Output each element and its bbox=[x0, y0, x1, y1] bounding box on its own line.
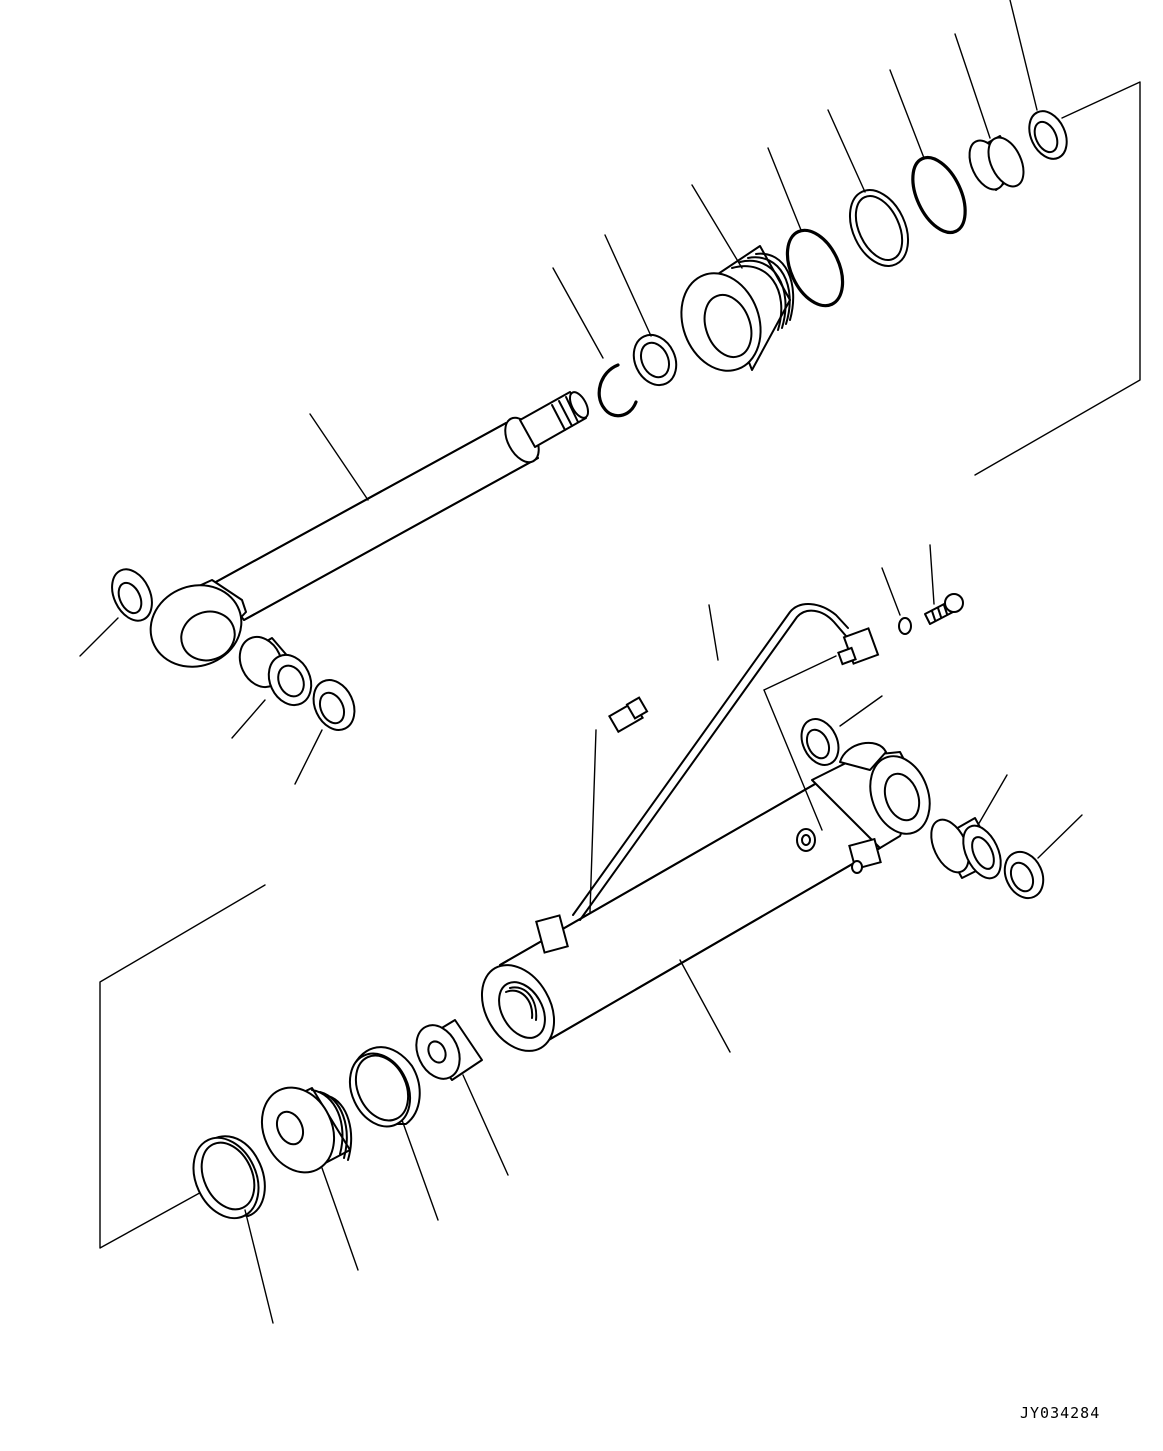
leader-cylinder-tube bbox=[679, 959, 731, 1053]
dust-seal-head[interactable] bbox=[1022, 105, 1074, 165]
leader-dust-seal-head bbox=[1009, 0, 1038, 111]
leader-dust-seal-bottom bbox=[1037, 814, 1083, 859]
wear-ring[interactable] bbox=[339, 1044, 422, 1137]
piston-rod[interactable] bbox=[139, 389, 592, 679]
upper-frame-lines bbox=[974, 81, 1141, 476]
leader-bolt bbox=[929, 544, 935, 605]
leader-wear-ring bbox=[401, 1119, 439, 1221]
cylinder-head[interactable] bbox=[668, 245, 795, 382]
leader-backup-ring bbox=[827, 109, 866, 193]
leader-rod bbox=[309, 413, 369, 501]
drawing-reference-code: JY034284 bbox=[1020, 1404, 1101, 1422]
leader-washer bbox=[881, 567, 901, 616]
snap-ring[interactable] bbox=[597, 363, 638, 418]
leader-rod-bushing bbox=[231, 699, 266, 739]
cylinder-tube[interactable] bbox=[467, 742, 940, 1064]
dust-seal-rod[interactable] bbox=[306, 673, 362, 736]
piston[interactable] bbox=[249, 1076, 352, 1184]
leader-snap-ring bbox=[552, 267, 604, 359]
lower-frame-lines bbox=[99, 884, 266, 1249]
o-ring-2[interactable] bbox=[902, 149, 976, 240]
piston-seal[interactable] bbox=[181, 1127, 271, 1228]
leader-head-bushing bbox=[954, 33, 991, 139]
dust-seal-bottom-upper[interactable] bbox=[794, 713, 845, 771]
leader-bottom-bushing bbox=[977, 774, 1008, 826]
leader-tube-piping bbox=[708, 604, 719, 661]
leader-dust-seal-left bbox=[79, 617, 119, 657]
leader-dust-seal-bottom-upper bbox=[839, 695, 883, 727]
leader-rod-seal-retainer bbox=[604, 234, 652, 337]
dust-seal-bottom[interactable] bbox=[998, 846, 1051, 905]
head-bushing[interactable] bbox=[962, 132, 1030, 195]
leader-piston-nut bbox=[462, 1074, 509, 1176]
leader-cylinder-head bbox=[691, 184, 743, 269]
tube-piping[interactable] bbox=[572, 603, 880, 921]
backup-ring[interactable] bbox=[839, 181, 920, 275]
leader-piston-seal bbox=[244, 1209, 274, 1324]
washer[interactable] bbox=[898, 617, 912, 635]
leader-dust-seal-rod bbox=[294, 729, 323, 785]
o-ring-1[interactable] bbox=[776, 222, 853, 315]
leader-o-ring-2 bbox=[889, 69, 925, 159]
bolt[interactable] bbox=[924, 593, 964, 625]
rod-seal-retainer[interactable] bbox=[626, 328, 684, 392]
piston-nut[interactable] bbox=[408, 1018, 483, 1086]
bottom-bushing[interactable] bbox=[924, 814, 1009, 884]
leader-piston bbox=[321, 1167, 359, 1271]
dust-seal-left[interactable] bbox=[104, 563, 159, 627]
rod-bushing[interactable] bbox=[232, 630, 319, 712]
leader-o-ring-1 bbox=[767, 147, 802, 231]
